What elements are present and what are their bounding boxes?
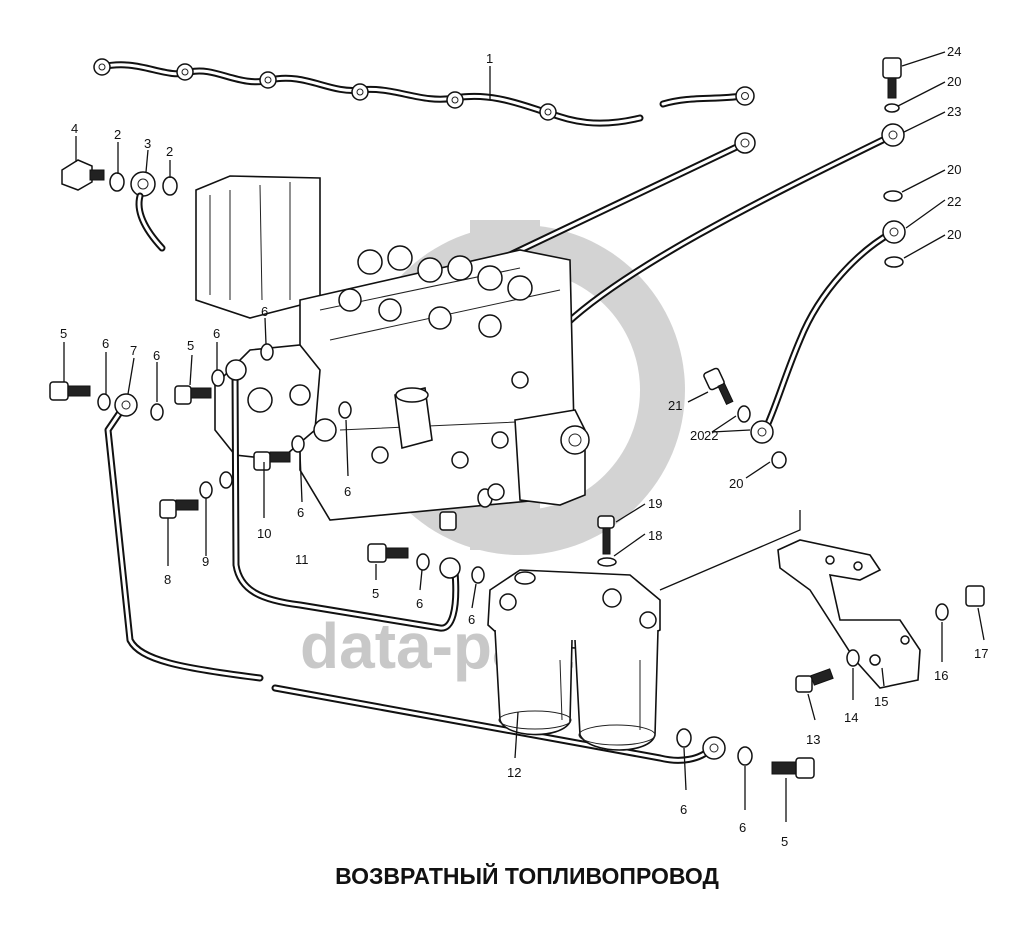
callout-6g: 6 xyxy=(416,596,423,611)
callout-6b: 6 xyxy=(153,348,160,363)
callout-6h: 6 xyxy=(468,612,475,627)
callout-6e: 6 xyxy=(344,484,351,499)
callout-20a: 20 xyxy=(947,74,961,89)
callout-2b: 2 xyxy=(166,144,173,159)
callout-3: 3 xyxy=(144,136,151,151)
callout-20d: 20 xyxy=(690,428,704,443)
return-hose-assembly-1 xyxy=(93,58,755,127)
callout-6i: 6 xyxy=(680,802,687,817)
filter-bolt xyxy=(597,515,617,567)
callout-6d: 6 xyxy=(261,304,268,319)
callout-labels: 1 2 3 2 4 24 20 23 20 22 20 5 6 7 6 5 6 … xyxy=(60,44,988,849)
callout-9: 9 xyxy=(202,554,209,569)
callout-5b: 5 xyxy=(187,338,194,353)
callout-13: 13 xyxy=(806,732,820,747)
callout-1: 1 xyxy=(486,51,493,66)
callout-15: 15 xyxy=(874,694,888,709)
callout-16: 16 xyxy=(934,668,948,683)
callout-21: 21 xyxy=(668,398,682,413)
callout-20b: 20 xyxy=(947,162,961,177)
callout-14: 14 xyxy=(844,710,858,725)
callout-8: 8 xyxy=(164,572,171,587)
callout-6f: 6 xyxy=(297,505,304,520)
lower-right-fittings xyxy=(676,728,815,779)
callout-18: 18 xyxy=(648,528,662,543)
callout-6c: 6 xyxy=(213,326,220,341)
diagram-title: ВОЗВРАТНЫЙ ТОПЛИВОПРОВОД xyxy=(335,862,719,889)
callout-22b: 22 xyxy=(704,428,718,443)
bracket-assembly xyxy=(777,539,985,693)
callout-20e: 20 xyxy=(729,476,743,491)
callout-23: 23 xyxy=(947,104,961,119)
callout-22a: 22 xyxy=(947,194,961,209)
callout-24: 24 xyxy=(947,44,961,59)
callout-20c: 20 xyxy=(947,227,961,242)
center-fittings xyxy=(367,543,485,584)
banjo-fitting-group-top-left xyxy=(61,159,178,252)
callout-6j: 6 xyxy=(739,820,746,835)
callout-5d: 5 xyxy=(781,834,788,849)
callout-10: 10 xyxy=(257,526,271,541)
callout-11: 11 xyxy=(295,552,309,567)
callout-7: 7 xyxy=(130,343,137,358)
left-fittings xyxy=(49,343,505,531)
fuel-filter xyxy=(487,569,661,751)
callout-5a: 5 xyxy=(60,326,67,341)
leader-lines xyxy=(63,51,985,822)
top-right-fittings xyxy=(881,57,906,268)
callout-12: 12 xyxy=(507,765,521,780)
callout-5c: 5 xyxy=(372,586,379,601)
mid-right-fittings xyxy=(703,367,787,469)
callout-2a: 2 xyxy=(114,127,121,142)
callout-6a: 6 xyxy=(102,336,109,351)
injector-row xyxy=(338,245,533,338)
callout-17: 17 xyxy=(974,646,988,661)
callout-4: 4 xyxy=(71,121,78,136)
callout-19: 19 xyxy=(648,496,662,511)
